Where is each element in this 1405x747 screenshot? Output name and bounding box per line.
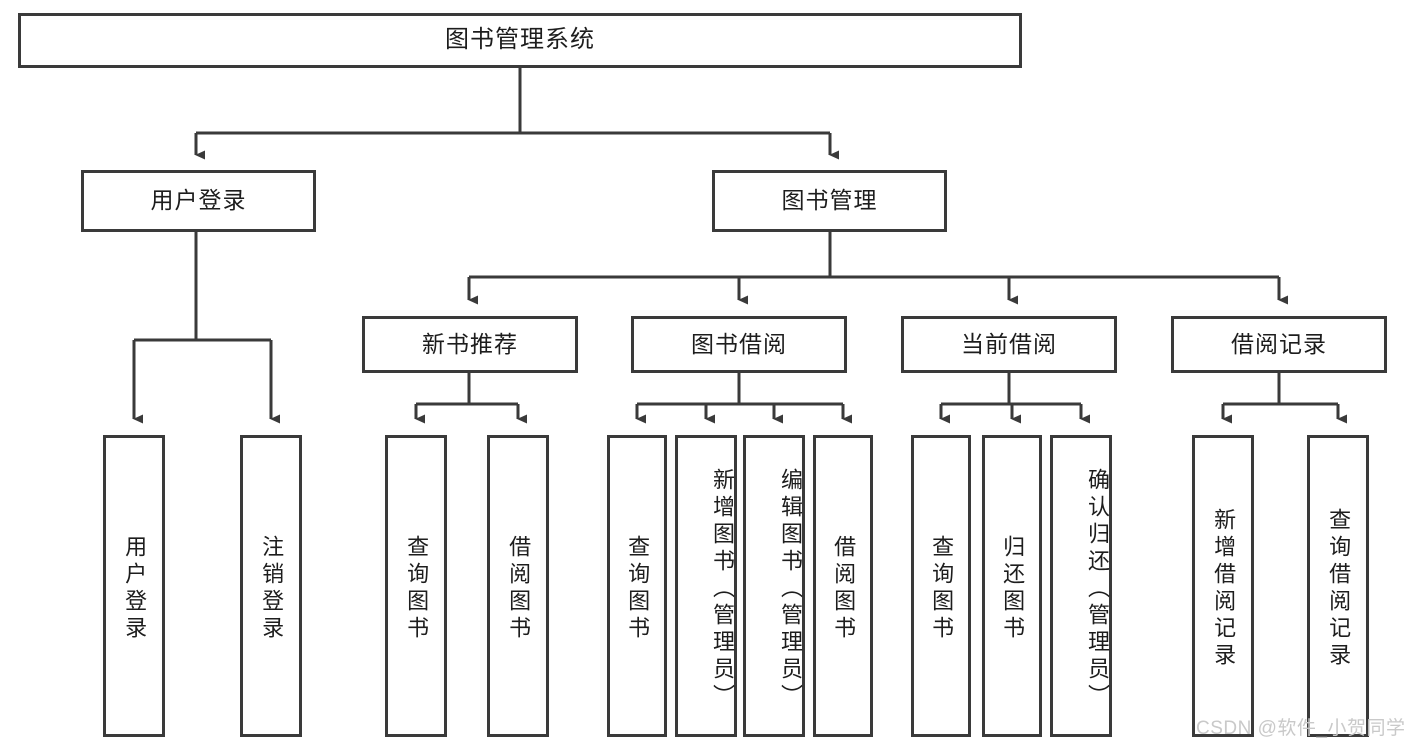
leaf-confirm-return-admin[interactable]: 确认归还（管理员）: [1050, 435, 1112, 737]
leaf-add-borrow-record[interactable]: 新增借阅记录: [1192, 435, 1254, 737]
leaf-query-book-recommend[interactable]: 查询图书: [385, 435, 447, 737]
leaf-user-login[interactable]: 用户登录: [103, 435, 165, 737]
leaf-borrow-book[interactable]: 借阅图书: [813, 435, 873, 737]
node-root-system[interactable]: 图书管理系统: [18, 13, 1022, 68]
leaf-borrow-book-recommend[interactable]: 借阅图书: [487, 435, 549, 737]
leaf-query-book-borrow[interactable]: 查询图书: [607, 435, 667, 737]
csdn-watermark: CSDN @软件_小贺同学: [1196, 718, 1405, 739]
leaf-query-borrow-record[interactable]: 查询借阅记录: [1307, 435, 1369, 737]
leaf-add-book-admin[interactable]: 新增图书（管理员）: [675, 435, 737, 737]
node-book-management[interactable]: 图书管理: [712, 170, 947, 232]
node-book-borrow[interactable]: 图书借阅: [631, 316, 847, 373]
leaf-edit-book-admin[interactable]: 编辑图书（管理员）: [743, 435, 805, 737]
node-borrow-record[interactable]: 借阅记录: [1171, 316, 1387, 373]
leaf-logout-login[interactable]: 注销登录: [240, 435, 302, 737]
node-current-borrow[interactable]: 当前借阅: [901, 316, 1117, 373]
leaf-query-book-current[interactable]: 查询图书: [911, 435, 971, 737]
node-new-book-recommend[interactable]: 新书推荐: [362, 316, 578, 373]
leaf-return-book[interactable]: 归还图书: [982, 435, 1042, 737]
node-user-login[interactable]: 用户登录: [81, 170, 316, 232]
